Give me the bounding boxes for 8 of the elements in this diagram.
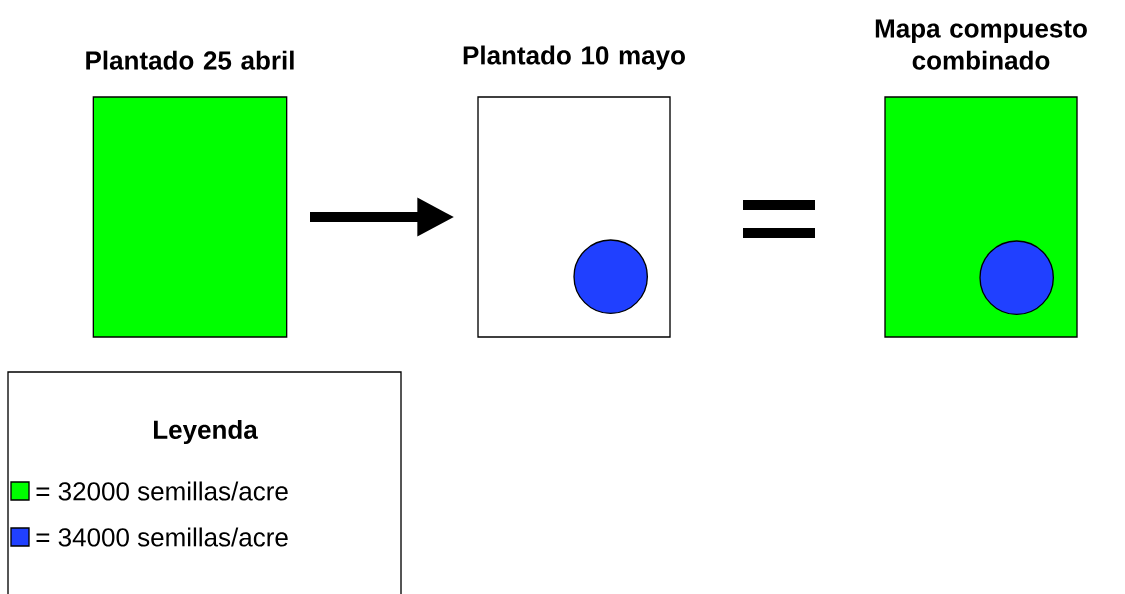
zone-circle <box>979 240 1054 315</box>
heading: Plantado 10 mayo <box>463 45 685 70</box>
legend-text: = 32000 semillas/acre <box>36 481 288 501</box>
legend-text: = 34000 semillas/acre <box>36 527 288 547</box>
heading: Mapa compuesto combinado <box>875 19 1087 70</box>
legend-title: Leyenda <box>154 419 258 445</box>
heading: Plantado 25 abril <box>86 50 294 70</box>
zone-circle <box>573 239 648 314</box>
